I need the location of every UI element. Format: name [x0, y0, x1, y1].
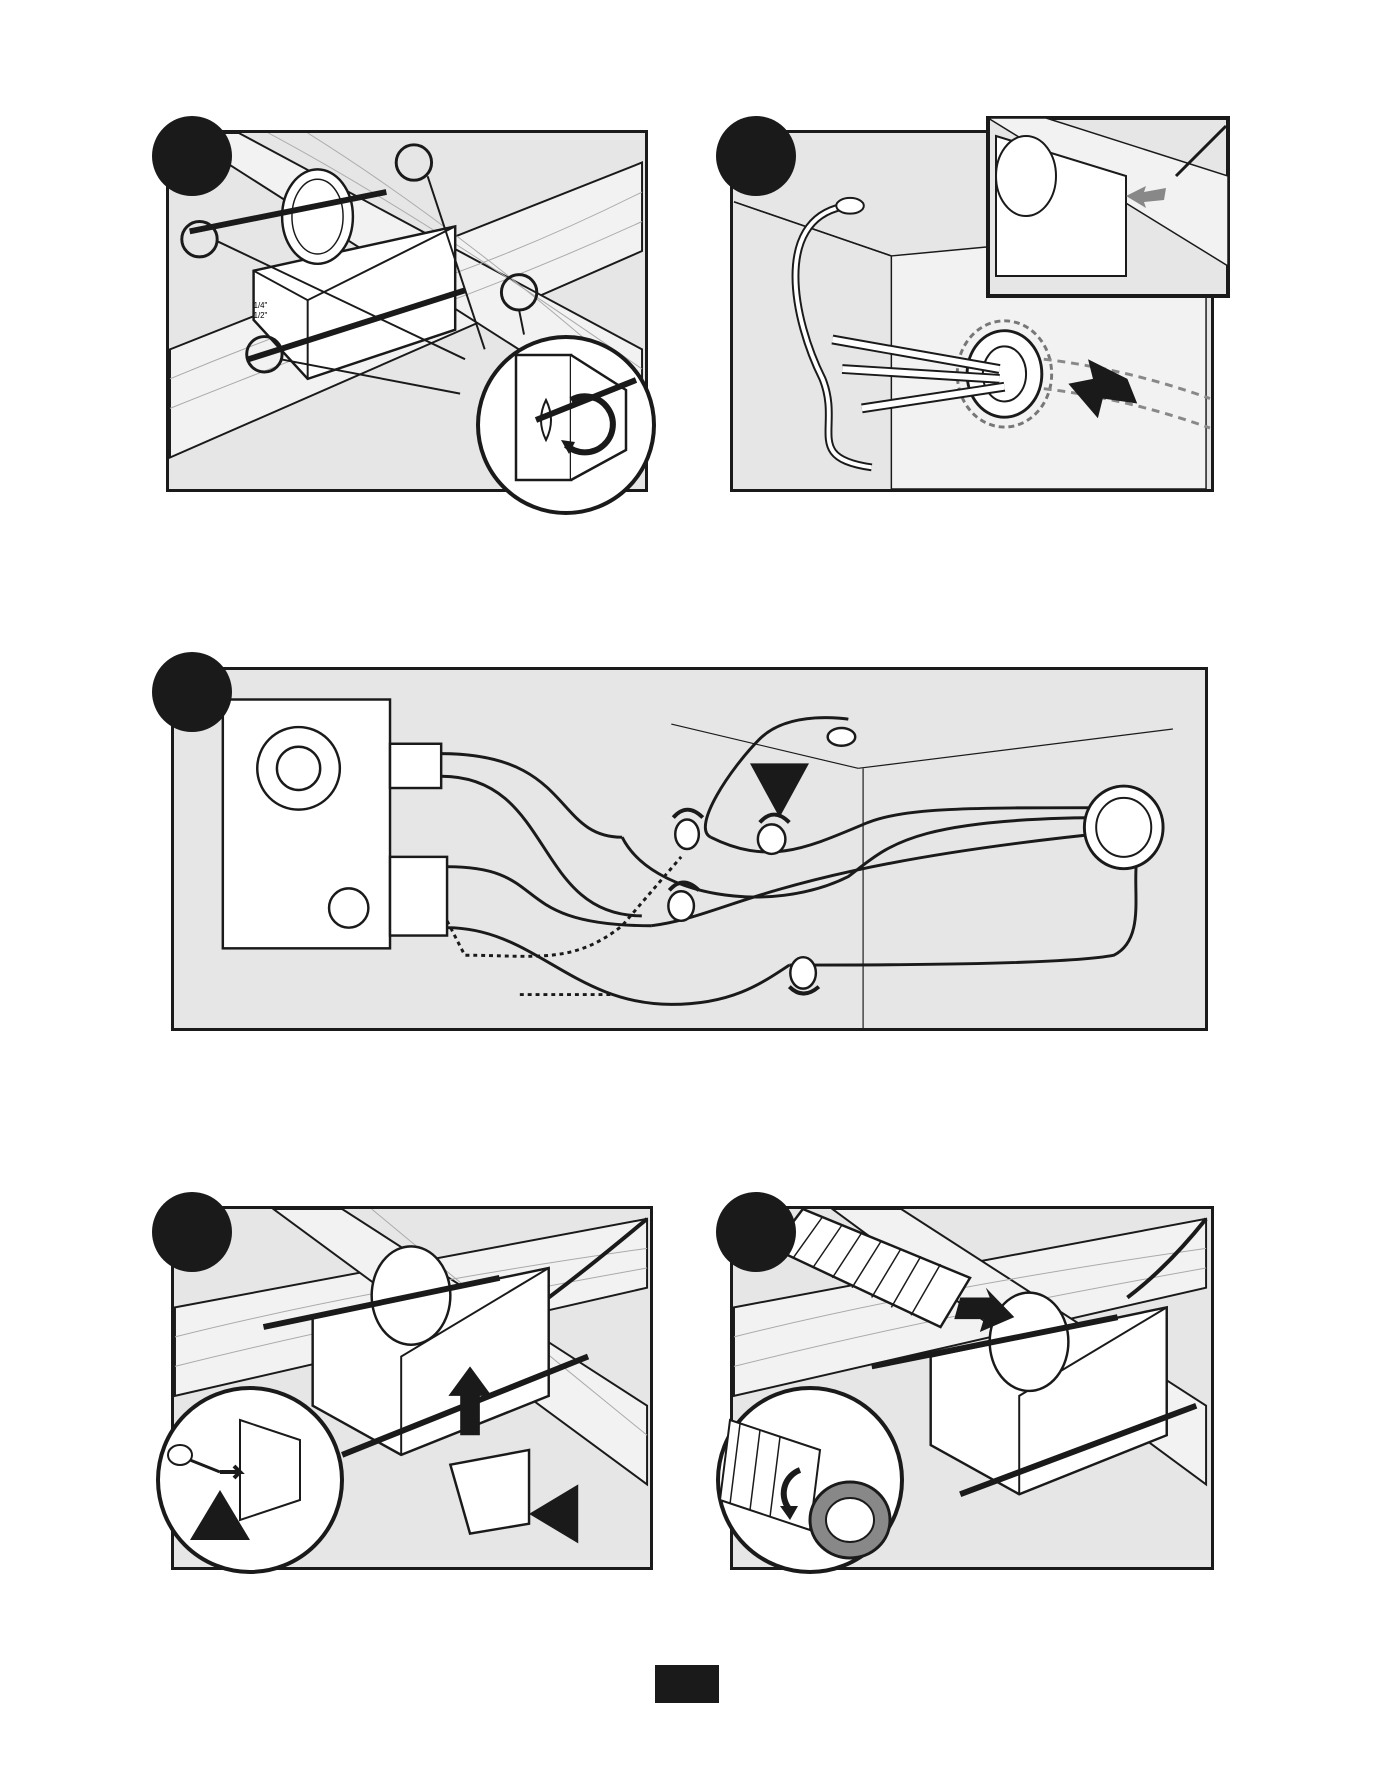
step-4-badge [152, 1192, 232, 1272]
step-4-illustration [174, 1209, 650, 1567]
wiring-box [450, 1450, 529, 1534]
mark-a-label: 1/4" [254, 301, 268, 310]
step-3-badge [152, 652, 232, 732]
step-5-badge [716, 1192, 796, 1272]
wire-nut-icon [675, 819, 699, 849]
wire-nut-icon [758, 824, 786, 854]
step-1-panel: 1/4" 1/2" [166, 130, 648, 492]
step-4-panel [171, 1206, 653, 1570]
page-number-tab [655, 1665, 719, 1703]
wire-nut-icon [668, 891, 694, 921]
step-1-badge [152, 116, 232, 196]
fan-housing-schematic [223, 700, 447, 949]
callout-circle [396, 145, 431, 180]
step-5-panel [730, 1206, 1214, 1570]
step-5-illustration [733, 1209, 1211, 1567]
step-3-wiring-diagram [174, 670, 1205, 1028]
wire-nut-icon [828, 728, 856, 746]
step-2-illustration [733, 133, 1211, 489]
wire-nut-icon [836, 198, 864, 214]
step-2-panel [730, 130, 1214, 492]
callout-triangle-icon [529, 1484, 578, 1543]
wire-nut-icon [790, 957, 816, 988]
junction-connector [1084, 786, 1163, 869]
callout-triangle-icon [750, 763, 809, 817]
step-3-panel [171, 667, 1208, 1031]
mark-b-label: 1/2" [254, 311, 268, 320]
step-2-badge [716, 116, 796, 196]
step-1-illustration: 1/4" 1/2" [169, 133, 645, 489]
